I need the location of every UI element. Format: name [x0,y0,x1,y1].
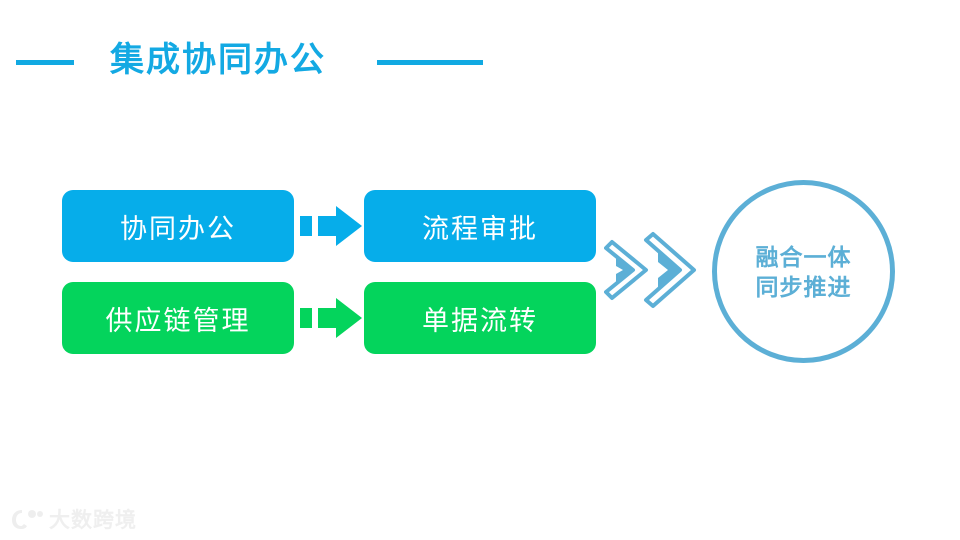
title-rule-left [16,60,74,65]
arrow-right-icon-top [300,203,364,249]
flow-box-document-flow[interactable]: 单据流转 [364,282,596,354]
arrow-right-icon-bottom [300,295,364,341]
flow-box-process-approval[interactable]: 流程审批 [364,190,596,262]
flow-box-collaborative-office[interactable]: 协同办公 [62,190,294,262]
page-title: 集成协同办公 [110,41,326,79]
result-line-1: 融合一体 [755,243,852,270]
flow-box-supply-chain-management[interactable]: 供应链管理 [62,282,294,354]
watermark: 大数跨境 [10,504,137,534]
title-bar: 集成协同办公 [0,34,960,86]
watermark-logo-icon [12,510,43,529]
title-rule-right [377,60,483,65]
result-circle: 融合一体 同步推进 [712,180,895,363]
double-chevron-right-icon [604,228,700,312]
watermark-text: 大数跨境 [49,509,137,532]
result-line-2: 同步推进 [755,273,852,300]
